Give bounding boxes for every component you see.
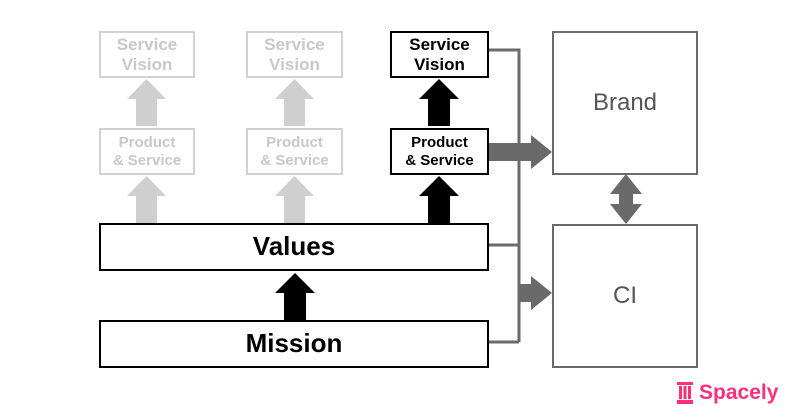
arrow-right-to-ci xyxy=(519,276,552,310)
arrow-up-active xyxy=(419,79,459,126)
mission-box: Mission xyxy=(99,320,489,368)
arrow-up-faded xyxy=(275,176,314,223)
pillar-icon xyxy=(677,382,693,404)
brand-box: Brand xyxy=(552,31,698,175)
arrow-right-to-brand xyxy=(489,135,552,169)
logo-text: Spacely xyxy=(699,381,779,404)
arrow-up-faded xyxy=(127,79,166,126)
double-arrow-brand-ci xyxy=(610,174,642,224)
service-vision-box-active: Service Vision xyxy=(390,31,489,78)
service-vision-box: Service Vision xyxy=(99,31,195,78)
product-service-box-active: Product & Service xyxy=(390,128,489,175)
arrow-up-active xyxy=(419,176,459,223)
arrow-up-mission-to-values xyxy=(275,273,315,320)
connector-line-service-vision xyxy=(489,48,521,342)
arrow-up-faded xyxy=(275,79,314,126)
product-service-box: Product & Service xyxy=(99,128,195,175)
service-vision-box: Service Vision xyxy=(246,31,343,78)
spacely-logo: Spacely xyxy=(677,380,778,406)
ci-box: CI xyxy=(552,224,698,368)
values-box: Values xyxy=(99,223,489,271)
arrow-up-faded xyxy=(127,176,166,223)
product-service-box: Product & Service xyxy=(246,128,343,175)
